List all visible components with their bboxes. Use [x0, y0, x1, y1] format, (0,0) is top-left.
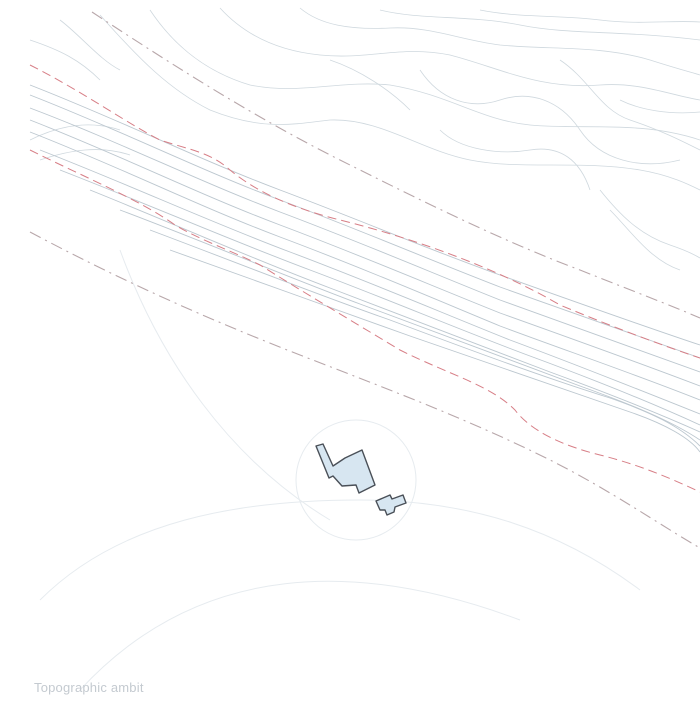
map-caption: Topographic ambit [34, 680, 144, 695]
building-annex [375, 494, 407, 516]
boundary-lines-red [29, 64, 700, 493]
building-main [315, 443, 376, 494]
contour-lines-upper [29, 7, 700, 271]
contour-band-slope [29, 84, 700, 453]
ambit-arcs [39, 249, 641, 691]
buildings [315, 443, 407, 516]
boundary-lines-dark [29, 11, 700, 549]
